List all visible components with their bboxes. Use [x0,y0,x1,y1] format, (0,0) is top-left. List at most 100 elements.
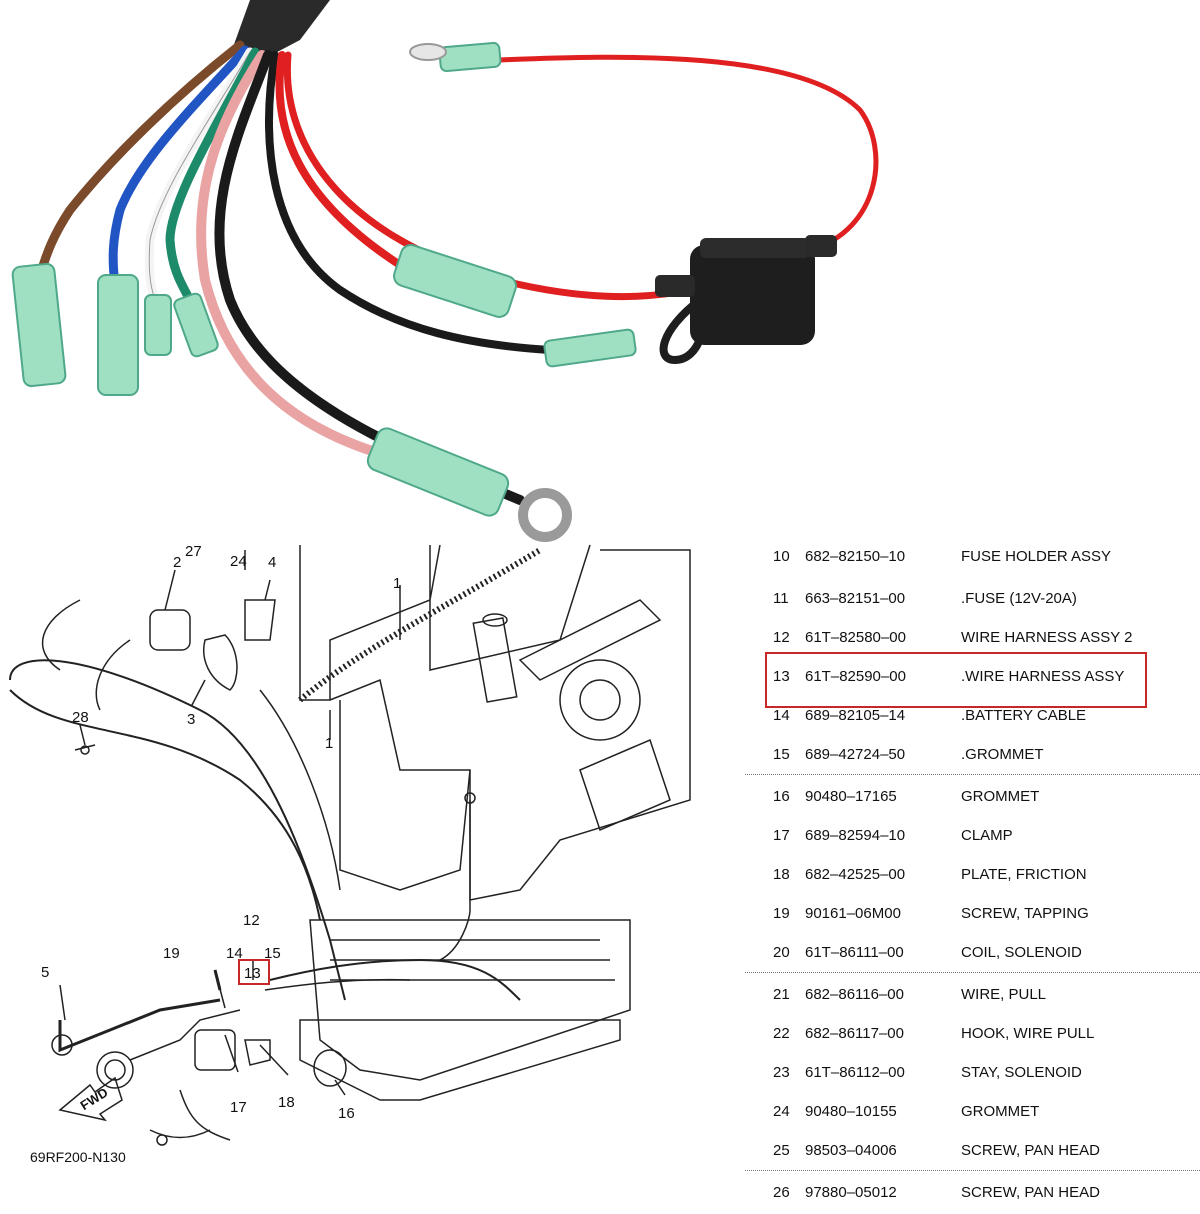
part-ref: 22 [773,1025,790,1042]
part-ref: 26 [773,1184,790,1201]
row-separator [745,774,1200,775]
wire-green [165,47,260,305]
part-number: 682–42525–00 [805,866,906,883]
part-description: HOOK, WIRE PULL [961,1025,1095,1042]
row-separator [745,1170,1200,1171]
part-description: SCREW, PAN HEAD [961,1184,1100,1201]
callout-12: 12 [243,912,260,929]
part-description: COIL, SOLENOID [961,944,1082,961]
cable-bundle-a [9,659,346,1001]
part-ref: 20 [773,944,790,961]
part-number: 61T–86111–00 [805,944,904,961]
callout-13-highlight [238,959,270,985]
callout-17: 17 [230,1099,247,1116]
fuse-holder [655,235,837,365]
part-description: GROMMET [961,788,1040,805]
terminal-red-1 [393,244,517,318]
part-description: FUSE HOLDER ASSY [961,548,1112,565]
grommet-16 [313,1049,347,1087]
part-ref: 11 [773,590,789,607]
part-description: SCREW, PAN HEAD [961,1142,1100,1159]
callout-15: 15 [264,945,281,962]
part-description: .WIRE HARNESS ASSY [961,668,1125,685]
fwd-label: FWD [78,1085,111,1113]
exploded-parts-diagram: 27 24 2 4 1 28 3 1 12 14 15 19 13 5 17 1… [9,543,691,1165]
callout-1-top: 1 [393,575,401,592]
parts-row: 12 61T–82580–00 WIRE HARNESS ASSY 2 [745,621,1200,659]
part-ref: 12 [773,629,790,646]
callout-5: 5 [41,964,49,981]
part-number: 97880–05012 [805,1184,897,1201]
part-ref: 23 [773,1064,790,1081]
parts-row: 14 689–82105–14 .BATTERY CABLE [745,699,1200,737]
terminal-white [144,294,172,356]
parts-row: 16 90480–17165 GROMMET [745,780,1200,818]
parts-row: 18 682–42525–00 PLATE, FRICTION [745,858,1200,896]
part-number: 61T–86112–00 [805,1064,905,1081]
callout-1-mid: 1 [325,735,333,752]
part-description: STAY, SOLENOID [961,1064,1082,1081]
part-number: 682–82150–10 [805,548,906,565]
parts-row: 24 90480–10155 GROMMET [745,1095,1200,1133]
part-description: PLATE, FRICTION [961,866,1087,883]
wire-black-2 [265,51,554,354]
part-ref: 25 [773,1142,790,1159]
part-number: 689–42724–50 [805,746,906,763]
wire-blue [108,45,250,290]
engine-block-outline [299,544,691,901]
parts-row: 26 97880–05012 SCREW, PAN HEAD [745,1176,1200,1214]
parts-row: 17 689–82594–10 CLAMP [745,819,1200,857]
parts-row: 22 682–86117–00 HOOK, WIRE PULL [745,1017,1200,1055]
part-ref: 13 [773,668,790,685]
parts-row: 25 98503–04006 SCREW, PAN HEAD [745,1134,1200,1172]
row-13-highlight [765,652,1147,708]
callout-27: 27 [185,543,202,560]
part-ref: 18 [773,866,790,883]
part-number: 61T–82580–00 [805,629,906,646]
part-description: .FUSE (12V-20A) [961,590,1077,607]
part-description: .BATTERY CABLE [961,707,1087,724]
callout-16: 16 [338,1105,355,1122]
part-number: 90161–06M00 [805,905,901,922]
wire-brown [35,40,245,280]
harness-sheath [232,0,330,60]
part-number: 689–82594–10 [805,827,906,844]
part-number: 90480–10155 [805,1103,897,1120]
part-ref: 16 [773,788,790,805]
part-description: CLAMP [961,827,1013,844]
part-number: 98503–04006 [805,1142,897,1159]
callout-24: 24 [230,553,247,570]
terminal-brown [11,262,67,388]
callout-3: 3 [187,711,195,728]
part-number: 90480–17165 [805,788,897,805]
parts-row: 21 682–86116–00 WIRE, PULL [745,978,1200,1016]
part-description: .GROMMET [961,746,1044,763]
parts-row: 19 90161–06M00 SCREW, TAPPING [745,897,1200,935]
wire-harness-photo [11,0,879,542]
part-description: GROMMET [961,1103,1040,1120]
fwd-arrow [58,1076,123,1122]
callout-28: 28 [72,709,89,726]
part-description: SCREW, TAPPING [961,905,1089,922]
plug-5 [58,998,221,1053]
callout-2: 2 [173,554,181,571]
parts-row: 11 663–82151–00 .FUSE (12V-20A) [745,582,1200,620]
part-number: 689–82105–14 [805,707,906,724]
wire-pink [196,50,390,460]
part-description: WIRE, PULL [961,986,1047,1003]
parts-row: 23 61T–86112–00 STAY, SOLENOID [745,1056,1200,1094]
part-ref: 24 [773,1103,790,1120]
part-ref: 19 [773,905,790,922]
terminal-green [173,292,219,358]
ribbed-cable [298,547,542,703]
parts-row: 20 61T–86111–00 COIL, SOLENOID [745,936,1200,974]
wire-red-2 [283,51,694,301]
terminal-blue [97,274,139,396]
terminal-red-top [438,41,502,73]
cable-bundle-b [9,689,321,921]
terminal-pink [366,427,510,517]
row-separator [745,972,1200,973]
part-ref: 21 [773,986,790,1003]
part-number: 61T–82590–00 [805,668,906,685]
callout-19: 19 [163,945,180,962]
